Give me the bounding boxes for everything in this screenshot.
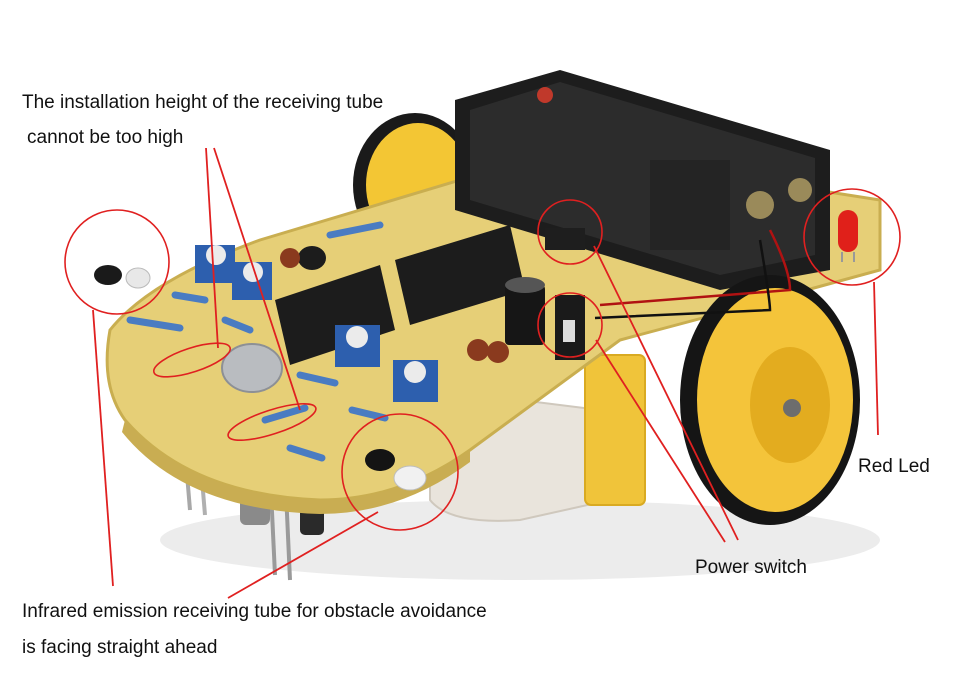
power-switch-label: Power switch [695,557,807,578]
leader-power-bottom [595,339,726,543]
ground-shadow [160,500,880,580]
leader-lines [92,147,879,599]
callout-circle-red-led [803,188,901,286]
infrared-note-line-1: Infrared emission receiving tube for obs… [22,601,487,622]
red-led-part [838,210,858,262]
callout-circle-power-switch [537,292,603,358]
black-wire [594,239,772,320]
callout-oval-left [152,342,232,378]
leader-ir-left [92,309,114,587]
leader-height-1 [205,147,219,349]
electrolytic-capacitor [505,277,545,345]
red-led-label: Red Led [858,456,930,477]
leader-height-2 [213,147,301,411]
leader-power-top [593,245,739,541]
infrared-note-line-2: is facing straight ahead [22,637,218,658]
leader-red-led [873,281,879,436]
power-switch-part [545,228,585,360]
leader-ir-front [227,511,379,599]
resistors [126,221,389,462]
callout-markers [64,188,901,531]
potentiometers [195,245,438,402]
callout-circle-front-tube [341,413,459,531]
red-wire [599,229,792,307]
callout-circle-top-switch [537,199,603,265]
ceramic-capacitors [280,248,509,363]
buzzer [221,343,283,393]
receiving-height-note-line-1: The installation height of the receiving… [22,92,384,113]
front-right-wheel [680,275,860,525]
receiving-height-note-line-2: cannot be too high [27,127,184,148]
ir-tubes [94,265,427,491]
callout-circle-left-receiver [64,209,170,315]
callout-oval-right [227,402,317,442]
